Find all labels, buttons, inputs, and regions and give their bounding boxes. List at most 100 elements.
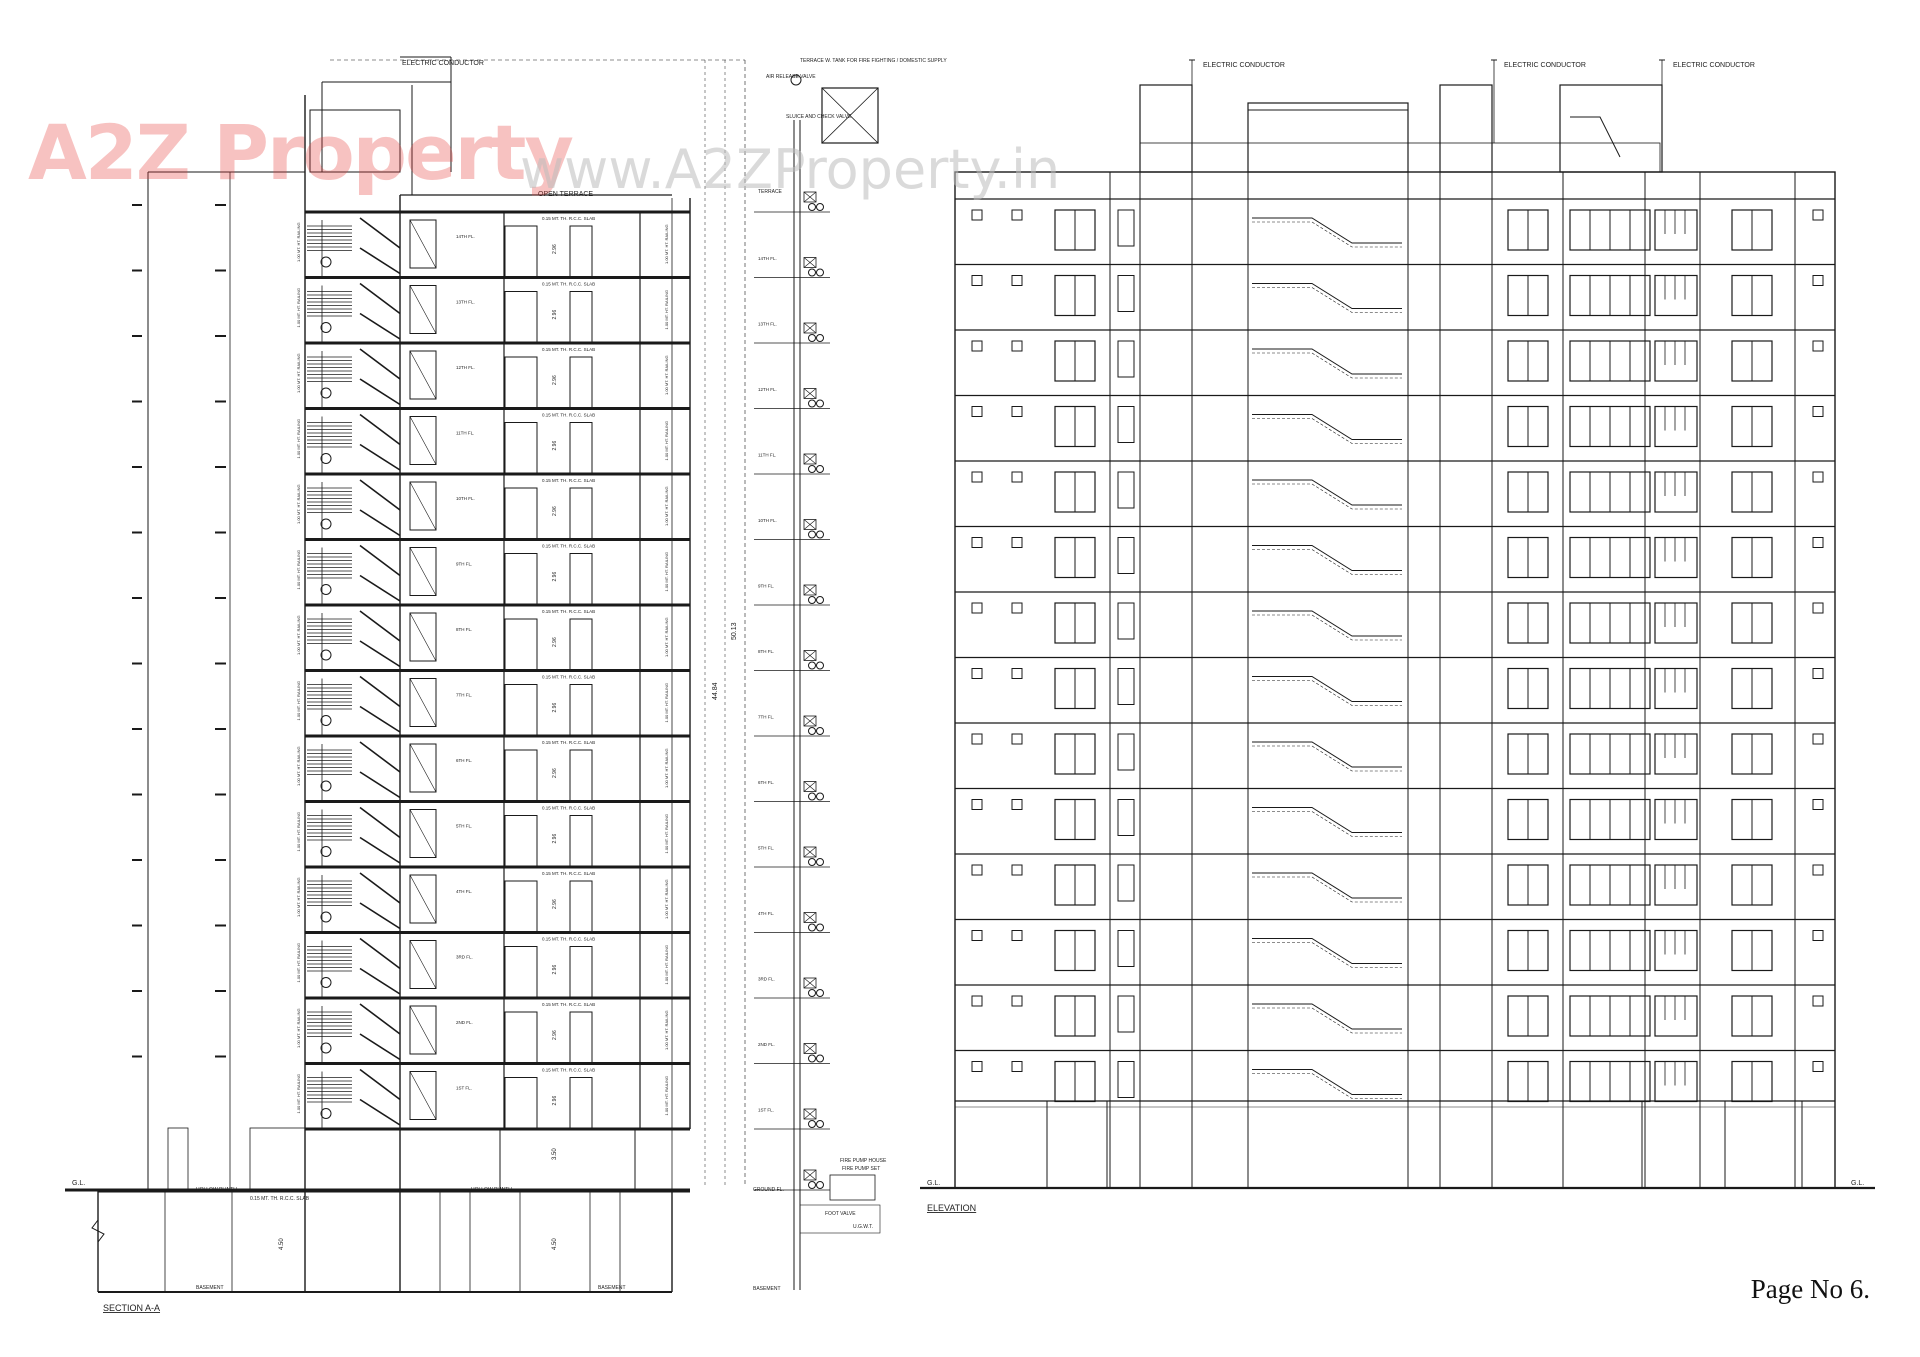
slab-note: 0.15 MT. TH. R.C.C. SLAB [542, 282, 595, 287]
hose-cabinet [803, 322, 817, 334]
vent-left [971, 799, 983, 810]
floor-height-dim: 2.96 [552, 768, 558, 778]
balcony-grill [1654, 536, 1698, 579]
stair-line [1252, 676, 1402, 702]
balcony-grill [1654, 667, 1698, 710]
railing-note: 1.00 MT. HT. RAILING [296, 550, 301, 590]
floor-label: 14TH FL. [456, 234, 475, 239]
lift-pulley [320, 715, 332, 726]
vent-right [1812, 799, 1824, 810]
door-swing [409, 481, 437, 531]
window-small [1117, 471, 1135, 509]
hose-cabinet [803, 1043, 817, 1054]
door-opening [409, 940, 437, 989]
hose-reel [808, 923, 816, 932]
vent-right [1812, 275, 1824, 286]
air-valve-symbol [790, 74, 802, 86]
hose-reel [816, 661, 824, 670]
railing-note: 1.00 MT. HT. RAILING [296, 353, 301, 393]
tank-label: TERRACE W. TANK FOR FIRE FIGHTING / DOME… [800, 58, 947, 64]
riser-floor-label: 6TH FL. [758, 780, 774, 785]
balcony-grill [1654, 602, 1698, 644]
hose-reel [816, 727, 824, 735]
window-small [1117, 864, 1135, 902]
stair-line-dashed [1252, 614, 1402, 641]
rear-bay [249, 1127, 306, 1191]
door-swing [409, 285, 437, 334]
lift-machine-room [1139, 84, 1193, 173]
hose-reel [808, 1120, 816, 1128]
balcony-grill [1654, 733, 1698, 775]
vent-left [1011, 668, 1023, 679]
door-opening [409, 743, 437, 793]
hose-reel [816, 399, 824, 408]
railing-note: 1.00 MT. HT. RAILING [664, 617, 669, 657]
stair-line [1252, 610, 1402, 637]
balcony-grill [1654, 405, 1698, 448]
cabinet-x [803, 322, 817, 334]
vent-right [1812, 1061, 1824, 1072]
balcony-grill [1654, 798, 1698, 841]
door-swing [409, 612, 437, 662]
stair-flight [359, 902, 401, 930]
stair-flight [359, 640, 401, 668]
total-height-dim: 50.13 [731, 622, 738, 640]
elevation-conductor-3: ELECTRIC CONDUCTOR [1673, 62, 1755, 69]
vent-left [1011, 733, 1023, 745]
hose-reel [808, 268, 816, 277]
railing-note: 1.00 MT. HT. RAILING [296, 1074, 301, 1114]
slab-note: 0.15 MT. TH. R.C.C. SLAB [542, 1068, 595, 1073]
hose-reel [808, 858, 816, 866]
balcony-grill [1654, 1060, 1698, 1103]
hose-reel [808, 727, 816, 735]
stair-line-dashed [1252, 876, 1402, 903]
stair-line [1252, 414, 1402, 440]
lift-pulley [320, 387, 332, 399]
door-swing [409, 874, 437, 924]
slab-note: 0.15 MT. TH. R.C.C. SLAB [542, 1002, 595, 1007]
hose-cabinet [803, 1169, 817, 1181]
riser-floor-label: 1ST FL. [758, 1108, 774, 1113]
vent-right [1812, 537, 1824, 548]
floor-label: 3RD FL. [456, 955, 473, 960]
rear-bay [167, 1127, 189, 1191]
mumty-2 [1439, 84, 1493, 173]
cabinet-x [803, 715, 817, 727]
door-frame [504, 1011, 538, 1065]
vent-left [971, 864, 983, 876]
cabinet-x [803, 846, 817, 858]
door-frame [504, 749, 538, 803]
vent-left [1011, 864, 1023, 876]
vent-left [971, 668, 983, 679]
vent-left [971, 537, 983, 548]
window-small [1117, 1061, 1135, 1098]
cabinet-x [803, 650, 817, 661]
floor-height-dim: 2.96 [552, 310, 558, 320]
stair-line-dashed [1252, 745, 1402, 772]
stair-line-dashed [1252, 549, 1402, 575]
railing-note: 1.00 MT. HT. RAILING [296, 812, 301, 852]
stair-mumty [1247, 102, 1409, 173]
hose-reel [816, 989, 824, 997]
door-frame [504, 356, 538, 410]
stair-line [1252, 479, 1402, 506]
floor-label: 4TH FL. [456, 889, 472, 894]
stair-flight [359, 705, 401, 733]
floor-label: 7TH FL. [456, 693, 472, 698]
hose-reel [816, 1181, 824, 1189]
elevation-drawing: ELECTRIC CONDUCTOR ELECTRIC CONDUCTOR EL… [920, 59, 1875, 1213]
hose-reel [808, 792, 816, 801]
vent-left [1011, 275, 1023, 286]
section-conductor-label: ELECTRIC CONDUCTOR [402, 60, 484, 67]
section-gl-label: G.L. [72, 1180, 85, 1187]
floor-label: 1ST FL. [456, 1086, 472, 1091]
cabinet-x [803, 519, 817, 530]
door-opening [409, 1071, 437, 1120]
stair-line-dashed [1252, 418, 1402, 444]
stair-flight [359, 937, 401, 970]
stair-flight [359, 1098, 401, 1126]
vent-right [1812, 733, 1824, 745]
door-swing [409, 1005, 437, 1055]
lift-pulley [320, 977, 332, 988]
elevation-title: ELEVATION [927, 1203, 976, 1213]
